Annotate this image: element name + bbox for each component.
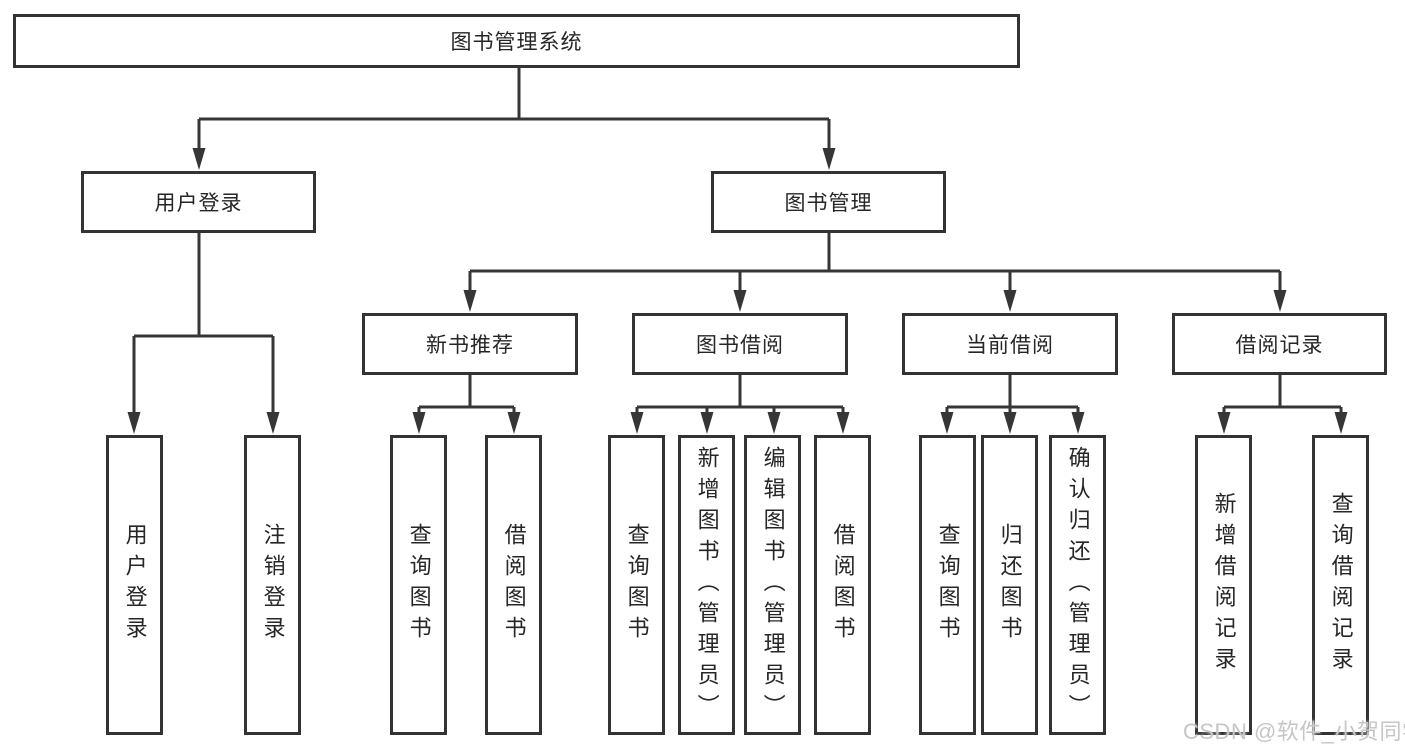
- node-borrow-records: 借阅记录: [1172, 313, 1387, 375]
- leaf-cb-confirm-return-admin: 确认归还（管理员）: [1049, 435, 1106, 735]
- leaf-bb-edit-book-admin-label: 编辑图书（管理员）: [760, 445, 786, 725]
- leaf-bb-query-books: 查询图书: [608, 435, 665, 735]
- leaf-cb-query-books-label: 查询图书: [935, 523, 961, 647]
- node-borrow-records-label: 借阅记录: [1235, 334, 1324, 357]
- leaf-br-add-record: 新增借阅记录: [1195, 435, 1252, 735]
- node-user-login: 用户登录: [81, 171, 316, 233]
- node-root-label: 图书管理系统: [450, 31, 583, 54]
- leaf-bb-add-book-admin-label: 新增图书（管理员）: [694, 445, 720, 725]
- leaf-user-login: 用户登录: [106, 435, 163, 735]
- node-book-management: 图书管理: [711, 171, 946, 233]
- node-root-system: 图书管理系统: [13, 14, 1020, 68]
- leaf-logout: 注销登录: [244, 435, 301, 735]
- leaf-bb-add-book-admin: 新增图书（管理员）: [678, 435, 735, 735]
- leaf-cb-return-books-label: 归还图书: [997, 523, 1023, 647]
- leaf-cb-query-books: 查询图书: [919, 435, 976, 735]
- connector-arrowheads: [127, 148, 1348, 434]
- leaf-br-query-record: 查询借阅记录: [1312, 435, 1369, 735]
- node-user-login-label: 用户登录: [154, 192, 243, 215]
- node-current-borrow-label: 当前借阅: [966, 334, 1054, 357]
- leaf-logout-label: 注销登录: [260, 523, 286, 647]
- node-book-borrow-label: 图书借阅: [696, 334, 784, 357]
- leaf-bb-borrow-books: 借阅图书: [814, 435, 871, 735]
- csdn-watermark: CSDN @软件_小贺同学: [1183, 719, 1405, 744]
- leaf-nb-borrow-books: 借阅图书: [485, 435, 542, 735]
- leaf-nb-query-books-label: 查询图书: [406, 523, 432, 647]
- node-book-borrow: 图书借阅: [632, 313, 848, 375]
- leaf-cb-confirm-return-admin-label: 确认归还（管理员）: [1065, 445, 1091, 725]
- leaf-br-add-record-label: 新增借阅记录: [1211, 492, 1237, 678]
- leaf-bb-edit-book-admin: 编辑图书（管理员）: [744, 435, 801, 735]
- leaf-br-query-record-label: 查询借阅记录: [1328, 492, 1354, 678]
- leaf-nb-borrow-books-label: 借阅图书: [501, 523, 527, 647]
- leaf-nb-query-books: 查询图书: [390, 435, 447, 735]
- connector-segments: [132, 68, 1343, 416]
- node-current-borrow: 当前借阅: [902, 313, 1118, 375]
- node-book-management-label: 图书管理: [784, 192, 873, 215]
- leaf-bb-query-books-label: 查询图书: [624, 523, 650, 647]
- leaf-cb-return-books: 归还图书: [981, 435, 1038, 735]
- leaf-user-login-label: 用户登录: [122, 523, 148, 647]
- leaf-bb-borrow-books-label: 借阅图书: [830, 523, 856, 647]
- node-new-book-recommend-label: 新书推荐: [426, 334, 514, 357]
- node-new-book-recommend: 新书推荐: [362, 313, 578, 375]
